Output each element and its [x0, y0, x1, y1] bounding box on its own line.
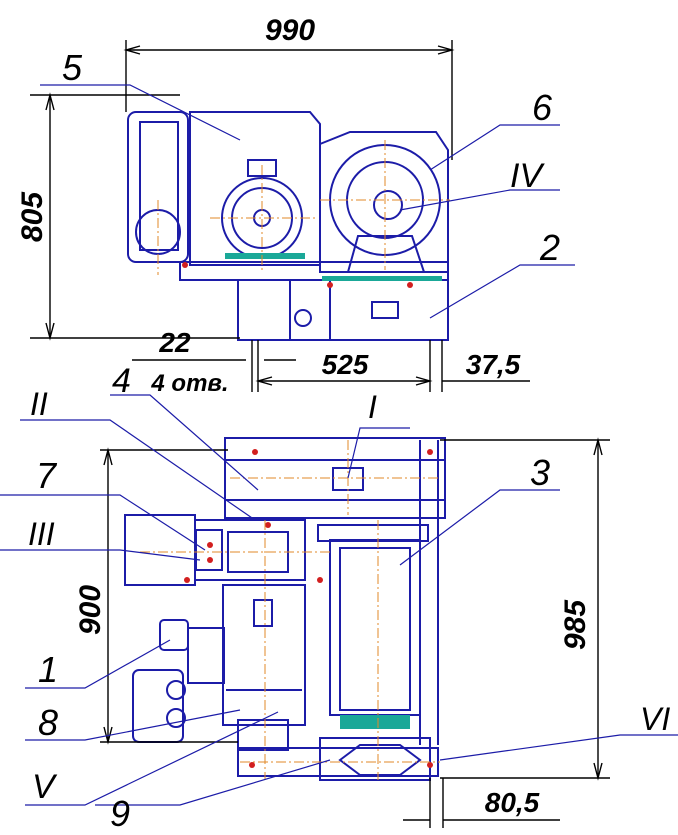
brake-bracket — [187, 627, 225, 684]
motor-stand — [237, 719, 289, 751]
plan-bolt-7 — [249, 762, 255, 768]
bearing-VI — [319, 737, 431, 781]
plan-accents — [184, 449, 433, 768]
dim-plan-width-left: 900 — [74, 585, 107, 635]
plan-bolt-8 — [427, 762, 433, 768]
plan-centerlines — [140, 440, 440, 780]
drum-plan — [329, 539, 421, 716]
dim-overall-length: 990 — [265, 14, 315, 47]
callout-2: 2 — [539, 227, 560, 268]
brake-housing-inner — [139, 121, 179, 251]
drum-green-band — [340, 715, 410, 729]
plan-bolt-2 — [427, 449, 433, 455]
bolt-marker-3 — [407, 282, 413, 288]
plan-bolt-3 — [207, 542, 213, 548]
dim-plan-width-right: 985 — [559, 599, 592, 650]
callout-1: 1 — [38, 649, 58, 690]
motor-window — [253, 599, 273, 627]
callout-VI: VI — [640, 701, 670, 737]
drum-housing — [319, 131, 449, 273]
plan-top-frame — [224, 437, 446, 519]
dim-hole-offset: 37,5 — [466, 349, 521, 380]
dim-plan-offset: 80,5 — [485, 787, 540, 818]
callout-6: 6 — [532, 87, 553, 128]
plan-bolt-1 — [252, 449, 258, 455]
callout-4: 4 — [112, 362, 131, 400]
thruster-knob-2 — [166, 708, 186, 728]
dim-hole-count: 4 отв. — [150, 370, 228, 397]
side-elevation-view — [127, 111, 449, 341]
base-bolt — [294, 309, 312, 327]
side-view-dimension-lines — [30, 40, 530, 392]
bearing-VI-inner — [338, 744, 422, 776]
coupling-III — [195, 529, 223, 571]
plan-dimension-lines — [100, 437, 610, 828]
thruster-knob-1 — [166, 680, 186, 700]
callout-8: 8 — [38, 702, 58, 743]
side-view-accents — [182, 253, 442, 288]
side-view-centerlines — [157, 140, 450, 275]
callout-V: V — [32, 768, 58, 806]
plan-bolt-5 — [184, 577, 190, 583]
dim-hole-spacing: 525 — [322, 349, 369, 380]
dim-hole-diameter: 22 — [158, 327, 191, 358]
brake-unit — [159, 619, 189, 651]
callout-9: 9 — [110, 793, 130, 830]
drum-foot-pad — [322, 276, 442, 281]
callout-7: 7 — [36, 455, 58, 496]
motor-terminal-box — [247, 159, 277, 177]
bolt-marker-2 — [327, 282, 333, 288]
plan-bolt-9 — [265, 522, 271, 528]
plan-bolt-4 — [207, 557, 213, 563]
base-frame — [237, 279, 449, 341]
callout-3: 3 — [530, 452, 550, 493]
plan-bolt-6 — [317, 577, 323, 583]
callout-I: I — [368, 389, 377, 425]
drum-hub — [373, 190, 403, 220]
bolt-marker — [182, 262, 188, 268]
callout-III: III — [28, 516, 55, 552]
motor-body — [222, 584, 306, 726]
motor-foot-pad — [225, 253, 305, 259]
dim-overall-height: 805 — [16, 191, 49, 242]
leader-lines — [0, 84, 678, 806]
drum-bearing-top — [317, 524, 429, 542]
callout-5: 5 — [62, 47, 83, 88]
drum-inner-plan — [339, 547, 411, 711]
base-window — [371, 301, 399, 319]
frame-rail — [179, 261, 449, 281]
callout-IV: IV — [510, 157, 545, 195]
callout-II: II — [30, 386, 48, 422]
gear-train-housing — [124, 514, 196, 586]
